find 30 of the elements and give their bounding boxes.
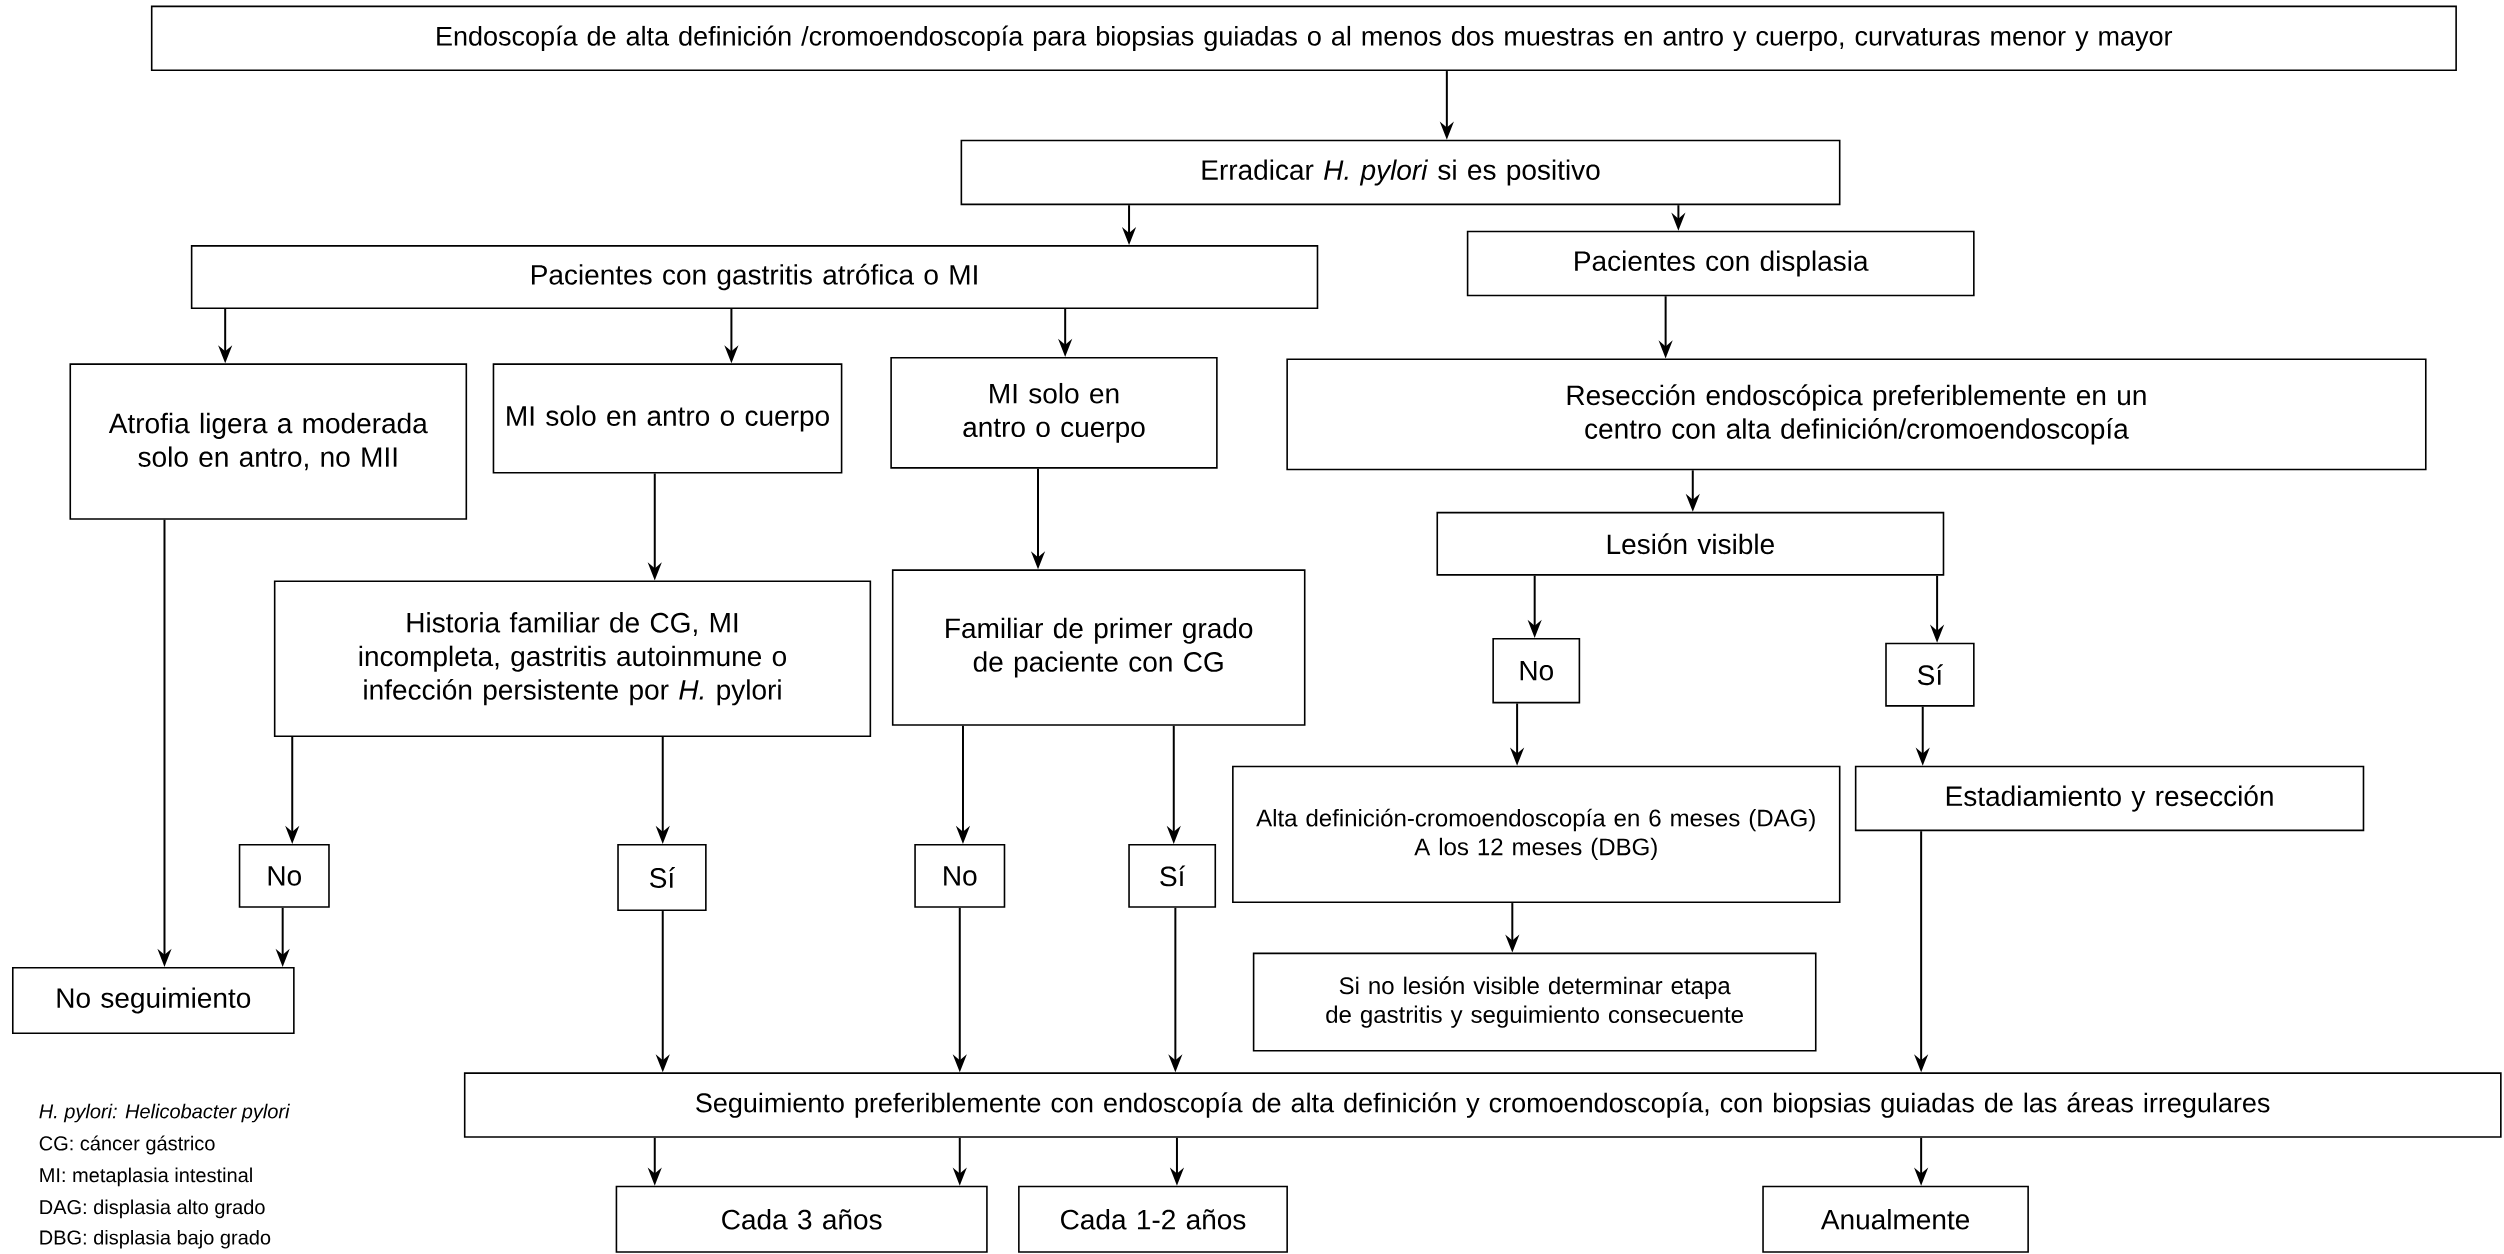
process-box: Resección endoscópica preferiblemente en un centro con alta definición/cromoendoscopía	[1286, 358, 2427, 471]
process-box: Familiar de primer grado de paciente con CG	[891, 569, 1306, 726]
process-box: No	[1492, 638, 1581, 704]
process-box: No	[914, 844, 1006, 909]
legend-text: DBG: displasia bajo grado	[40, 1230, 271, 1249]
process-box: Sí	[1128, 844, 1217, 909]
process-box: Sí	[1885, 642, 1975, 707]
process-box: Alta definición-cromoendoscopía en 6 meses (DAG) A los 12 meses (DBG)	[1232, 765, 1841, 904]
process-box: Estadiamiento y resección	[1854, 765, 2365, 832]
process-box: Sí	[617, 844, 707, 912]
process-box: Cada 3 años	[615, 1185, 988, 1253]
process-box: Si no lesión visible determinar etapa de gastritis y seguimiento consecuente	[1252, 952, 1817, 1052]
legend-text: H. pylori: Helicobacter pylori	[39, 1103, 290, 1123]
process-box: Pacientes con displasia	[1466, 230, 1975, 297]
process-box: MI solo en antro o cuerpo	[492, 363, 843, 474]
process-box: Cada 1-2 años	[1018, 1185, 1288, 1253]
process-box: Erradicar H. pylori si es positivo	[960, 139, 1841, 206]
process-box: Lesión visible	[1436, 512, 1945, 576]
process-box: Pacientes con gastritis atrófica o MI	[190, 245, 1319, 310]
process-box: No	[238, 844, 330, 909]
process-box: Historia familiar de CG, MI incompleta, gastritis autoinmune o infección persistente por H. pylori	[273, 580, 872, 738]
process-box: Anualmente	[1762, 1185, 2029, 1253]
legend-text: DAG: displasia alto grado	[40, 1199, 265, 1219]
process-box: MI solo en antro o cuerpo	[890, 357, 1218, 469]
process-box: Endoscopía de alta definición /cromoendoscopía para biopsias guiadas o al menos dos muestras en antro y cuerpo, curvaturas menor y mayor	[150, 5, 2457, 72]
process-box: Seguimiento preferiblemente con endoscopía de alta definición y cromoendoscopía, con biopsias guiadas de las áreas irregulares	[463, 1072, 2502, 1138]
process-box: No seguimiento	[11, 967, 295, 1035]
process-box: Atrofia ligera a moderada solo en antro, no MII	[69, 363, 468, 520]
legend-text: CG: cáncer gástrico	[39, 1135, 215, 1155]
legend-text: MI: metaplasia intestinal	[40, 1167, 252, 1187]
